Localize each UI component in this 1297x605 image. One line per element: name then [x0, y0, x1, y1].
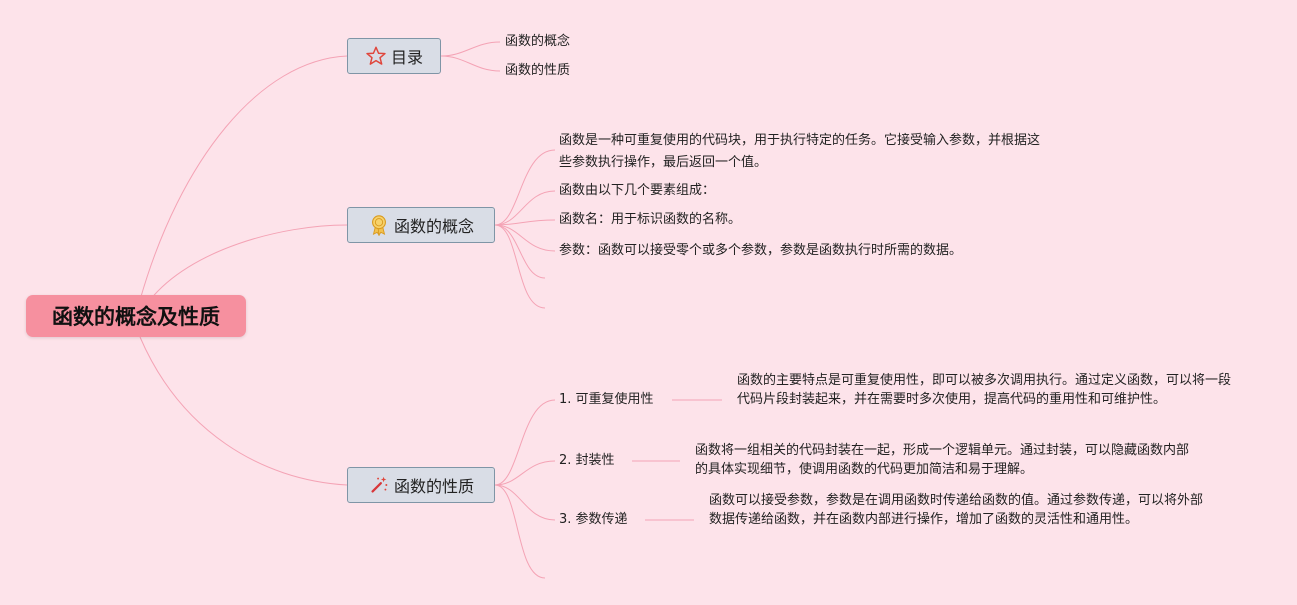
- link-concept-1: [494, 149, 556, 226]
- branch-toc-label: 目录: [390, 48, 423, 67]
- link-props-3: [494, 484, 556, 521]
- branch-concept[interactable]: 函数的概念: [347, 207, 495, 243]
- property-sub-label[interactable]: 2. 封装性: [559, 453, 615, 468]
- magic-wand-icon: [368, 474, 390, 496]
- property-sub-label[interactable]: 3. 参数传递: [559, 512, 628, 527]
- star-icon: [365, 45, 387, 67]
- branch-concept-label: 函数的概念: [393, 217, 474, 236]
- branch-toc[interactable]: 目录: [347, 38, 441, 74]
- link-concept-2: [494, 190, 556, 226]
- link-concept-5: [494, 224, 546, 279]
- link-concept-6: [494, 224, 546, 309]
- concept-item[interactable]: 函数是一种可重复使用的代码块，用于执行特定的任务。它接受输入参数，并根据这些参数…: [559, 133, 1041, 170]
- link-concept-4: [494, 224, 556, 252]
- link-toc-1: [440, 41, 501, 57]
- link-root-toc: [139, 55, 348, 301]
- link-root-props: [139, 336, 348, 486]
- branch-properties[interactable]: 函数的性质: [347, 467, 495, 503]
- toc-item[interactable]: 函数的性质: [505, 63, 571, 78]
- link-toc-2: [440, 55, 501, 72]
- branch-properties-label: 函数的性质: [393, 477, 474, 496]
- property-detail[interactable]: 函数的主要特点是可重复使用性，即可以被多次调用执行。通过定义函数，可以将一段代码…: [737, 373, 1232, 407]
- toc-item[interactable]: 函数的概念: [505, 34, 571, 49]
- property-detail[interactable]: 函数可以接受参数，参数是在调用函数时传递给函数的值。通过参数传递，可以将外部数据…: [709, 493, 1204, 527]
- root-node[interactable]: 函数的概念及性质: [26, 295, 246, 337]
- root-label: 函数的概念及性质: [52, 305, 220, 329]
- award-ribbon-icon: [368, 214, 390, 236]
- property-sub-label[interactable]: 1. 可重复使用性: [559, 392, 654, 407]
- concept-item[interactable]: 参数：函数可以接受零个或多个参数，参数是函数执行时所需的数据。: [559, 243, 963, 258]
- link-props-2: [494, 460, 556, 486]
- concept-item[interactable]: 函数由以下几个要素组成：: [559, 183, 716, 198]
- link-concept-3: [494, 219, 556, 226]
- concept-item[interactable]: 函数名：用于标识函数的名称。: [559, 212, 742, 227]
- link-root-concept: [149, 224, 348, 301]
- link-props-4: [494, 484, 546, 579]
- link-props-1: [494, 399, 556, 486]
- property-detail[interactable]: 函数将一组相关的代码封装在一起，形成一个逻辑单元。通过封装，可以隐藏函数内部的具…: [695, 443, 1190, 477]
